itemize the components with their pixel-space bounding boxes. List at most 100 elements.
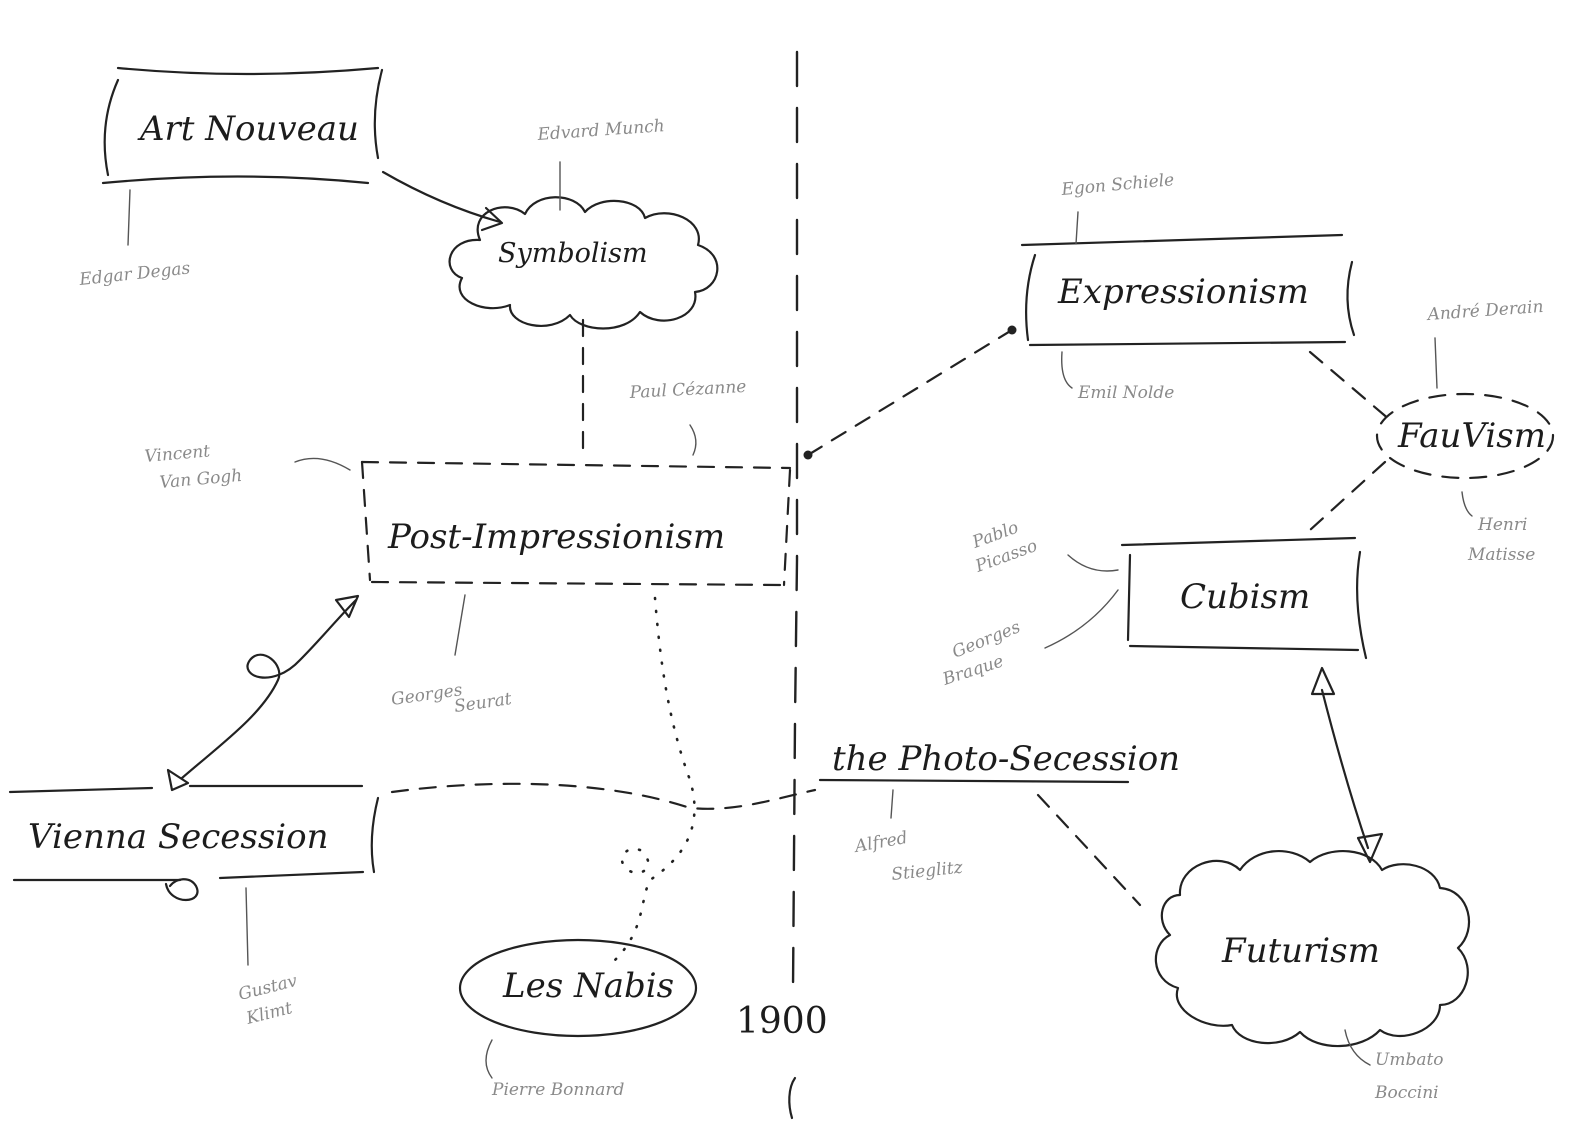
artist-henri-matisse-line1: Henri xyxy=(1477,515,1527,535)
expressionism-label: Expressionism xyxy=(1057,272,1309,312)
link-endpoint-dot-left xyxy=(803,450,813,460)
artist-gustav-klimt-line1: Gustav xyxy=(236,971,299,1005)
link-post-impressionism-les-nabis xyxy=(613,596,696,962)
arrow-head-futurism xyxy=(1356,832,1384,864)
fauvism-ellipse xyxy=(1375,392,1555,480)
arrow-head-post-impressionism xyxy=(334,594,360,619)
cubism-frame-right xyxy=(1355,550,1368,660)
photo-secession-node: the Photo-Secession xyxy=(818,739,1180,784)
artist-umberto-boccioni-line2: Boccini xyxy=(1374,1083,1439,1103)
cezanne-connector xyxy=(689,424,697,456)
symbolism-cloud xyxy=(448,196,719,330)
arrow-art-nouveau-to-symbolism xyxy=(381,170,502,224)
post-impressionism-frame-top xyxy=(360,460,792,470)
fauvism-label: FauVism xyxy=(1397,416,1546,456)
post-impressionism-frame-right xyxy=(782,468,792,587)
cubism-frame-top xyxy=(1120,536,1357,547)
art-nouveau-frame-left xyxy=(103,78,120,177)
artist-egon-schiele: Egon Schiele xyxy=(1060,170,1175,200)
cubism-node: Cubism xyxy=(1120,536,1368,660)
artist-gustav-klimt-line2: Klimt xyxy=(243,998,294,1029)
artist-alfred-stieglitz-line2: Stieglitz xyxy=(890,857,964,884)
vienna-secession-frame-right xyxy=(370,796,380,874)
timeline-divider xyxy=(791,50,799,992)
link-expressionism-fauvism xyxy=(1308,350,1392,422)
derain-connector xyxy=(1434,337,1438,389)
symbolism-node: Symbolism xyxy=(448,196,719,330)
artist-pierre-bonnard: Pierre Bonnard xyxy=(491,1080,625,1100)
les-nabis-label: Les Nabis xyxy=(502,966,674,1006)
art-nouveau-frame-bottom xyxy=(101,175,370,185)
post-impressionism-node: Post-Impressionism xyxy=(360,460,792,587)
post-impressionism-label: Post-Impressionism xyxy=(387,517,725,557)
vienna-secession-frame-top-left xyxy=(8,786,154,794)
braque-connector xyxy=(1044,589,1119,649)
expressionism-frame-bottom xyxy=(1028,340,1347,347)
post-impressionism-frame-left xyxy=(360,460,372,582)
artist-umberto-boccioni-line1: Umbato xyxy=(1375,1050,1444,1070)
matisse-connector xyxy=(1461,491,1473,517)
futurism-label: Futurism xyxy=(1221,931,1380,971)
schiele-connector xyxy=(1075,211,1079,245)
artist-henri-matisse-line2: Matisse xyxy=(1467,545,1535,565)
link-photo-secession-futurism xyxy=(1036,793,1142,907)
expressionism-node: Expressionism xyxy=(1020,233,1356,347)
les-nabis-node: Les Nabis xyxy=(458,938,698,1038)
seurat-connector xyxy=(454,594,466,656)
fauvism-node: FauVism xyxy=(1375,392,1555,480)
vienna-secession-label: Vienna Secession xyxy=(28,817,329,857)
artist-edvard-munch: Edvard Munch xyxy=(536,116,665,145)
link-fauvism-cubism xyxy=(1308,460,1387,532)
arrow-cubism-futurism xyxy=(1320,688,1370,850)
art-nouveau-label: Art Nouveau xyxy=(137,109,359,149)
picasso-connector xyxy=(1067,554,1119,572)
art-nouveau-frame-right xyxy=(373,68,384,160)
les-nabis-ellipse xyxy=(458,938,698,1038)
vienna-secession-node: Vienna Secession xyxy=(8,784,380,901)
nolde-connector xyxy=(1061,351,1073,389)
timeline-divider-end xyxy=(788,1076,797,1120)
futurism-cloud xyxy=(1154,850,1471,1048)
vienna-secession-frame-bottom xyxy=(12,870,365,882)
vienna-secession-knot xyxy=(164,878,199,901)
link-endpoint-dot-right xyxy=(1007,325,1017,335)
arrow-vienna-to-post-impressionism xyxy=(180,598,358,780)
artist-emil-nolde: Emil Nolde xyxy=(1077,383,1174,403)
link-vienna-photo-secession xyxy=(390,782,817,810)
arrow-head-cubism xyxy=(1310,666,1336,696)
artist-edgar-degas: Edgar Degas xyxy=(77,258,191,290)
klimt-connector xyxy=(245,887,249,966)
artist-andre-derain: André Derain xyxy=(1425,297,1544,325)
expressionism-frame-left xyxy=(1025,253,1037,342)
cubism-frame-bottom xyxy=(1128,644,1360,652)
art-nouveau-frame-top xyxy=(116,66,380,76)
artist-van-gogh-line2: Van Gogh xyxy=(159,466,243,493)
art-nouveau-node: Art Nouveau xyxy=(101,66,384,185)
van-gogh-connector xyxy=(294,457,351,471)
stieglitz-connector xyxy=(890,789,894,819)
artist-paul-cezanne: Paul Cézanne xyxy=(628,377,747,403)
photo-secession-underline xyxy=(818,778,1130,784)
post-impressionism-frame-bottom xyxy=(370,580,784,587)
arrow-tail-vienna xyxy=(166,768,190,792)
degas-connector xyxy=(127,189,131,246)
artist-georges-seurat-line1: Georges xyxy=(390,680,464,710)
artist-alfred-stieglitz-line1: Alfred xyxy=(851,828,909,857)
arrow-head-symbolism xyxy=(480,206,504,232)
expressionism-frame-top xyxy=(1020,233,1344,247)
artist-van-gogh-line1: Vincent xyxy=(144,441,211,467)
symbolism-label: Symbolism xyxy=(498,238,648,269)
photo-secession-label: the Photo-Secession xyxy=(832,739,1180,779)
cubism-label: Cubism xyxy=(1180,577,1310,617)
link-dotted-loop xyxy=(620,847,650,875)
artist-georges-braque-line2: Braque xyxy=(939,651,1006,690)
futurism-node: Futurism xyxy=(1154,850,1471,1048)
timeline-year-label: 1900 xyxy=(736,1001,828,1042)
link-post-impressionism-expressionism xyxy=(806,328,1014,457)
bonnard-connector xyxy=(485,1039,493,1079)
boccioni-connector xyxy=(1344,1029,1371,1066)
cubism-frame-left xyxy=(1126,553,1132,642)
expressionism-frame-right xyxy=(1346,260,1356,337)
